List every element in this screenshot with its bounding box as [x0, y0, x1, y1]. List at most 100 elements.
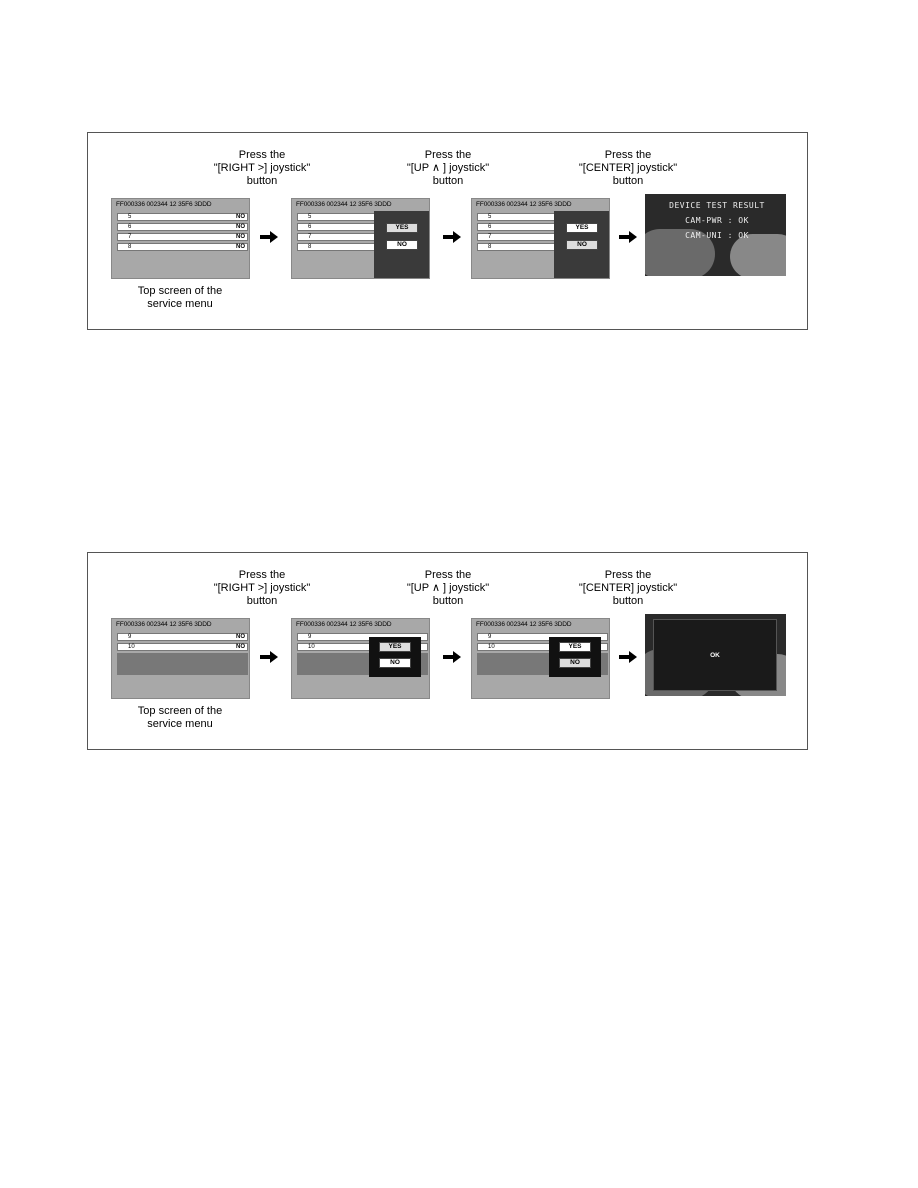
result-title: DEVICE TEST RESULT — [669, 201, 765, 210]
yes-button[interactable]: YES — [566, 223, 598, 233]
header-code: FF000336 002344 12 35F6 3DDD — [296, 201, 392, 208]
row-value: NO — [236, 244, 245, 250]
row-number: 8 — [488, 244, 492, 250]
step3-caption: Press the "[CENTER] joystick" button — [553, 149, 703, 188]
header-code: FF000336 002344 12 35F6 3DDD — [296, 621, 392, 628]
row-number: 8 — [308, 244, 312, 250]
confirm-dialog: YES NO — [554, 211, 609, 278]
caption-line: button — [612, 175, 644, 187]
header-code: FF000336 002344 12 35F6 3DDD — [116, 201, 212, 208]
caption-line: button — [246, 595, 278, 607]
row-number: 6 — [128, 224, 132, 230]
caption-line: "[UP ∧ ] joystick" — [406, 582, 490, 594]
row-value: NO — [236, 214, 245, 220]
device-test-result-screen: DEVICE TEST RESULT CAM-PWR : OK CAM-UNI … — [645, 194, 786, 276]
caption-line: Press the — [424, 569, 472, 581]
row-number: 9 — [128, 634, 132, 640]
caption-line: Press the — [238, 149, 286, 161]
ok-result-screen: OK — [645, 614, 786, 696]
header-code: FF000336 002344 12 35F6 3DDD — [476, 621, 572, 628]
caption-line: "[RIGHT >] joystick" — [213, 582, 311, 594]
top-screen-caption: Top screen of the service menu — [110, 705, 250, 731]
caption-line: "[RIGHT >] joystick" — [213, 162, 311, 174]
yes-button[interactable]: YES — [379, 642, 411, 652]
caption-line: button — [432, 595, 464, 607]
confirm-dialog: YES NO — [374, 211, 429, 278]
empty-area — [117, 653, 248, 675]
caption-line: button — [246, 175, 278, 187]
confirm-dialog: YES NO — [369, 637, 421, 677]
right-arrow-icon — [443, 651, 461, 663]
menu-row[interactable]: 9 — [477, 633, 608, 641]
caption-line: "[CENTER] joystick" — [578, 162, 678, 174]
menu-row[interactable]: 9 — [297, 633, 428, 641]
confirm-dialog-screen: FF000336 002344 12 35F6 3DDD 9 10 YES NO — [471, 618, 610, 699]
no-button[interactable]: NO — [566, 240, 598, 250]
menu-row[interactable]: 8 NO — [117, 243, 248, 251]
row-number: 8 — [128, 244, 132, 250]
row-number: 5 — [308, 214, 312, 220]
no-button[interactable]: NO — [559, 658, 591, 668]
yes-button[interactable]: YES — [559, 642, 591, 652]
row-number: 7 — [128, 234, 132, 240]
row-number: 6 — [308, 224, 312, 230]
confirm-dialog: YES NO — [549, 637, 601, 677]
row-number: 7 — [488, 234, 492, 240]
step1-caption: Press the "[RIGHT >] joystick" button — [187, 149, 337, 188]
camera-photo — [730, 234, 786, 276]
right-arrow-icon — [619, 651, 637, 663]
row-value: NO — [236, 644, 245, 650]
step2-caption: Press the "[UP ∧ ] joystick" button — [373, 149, 523, 188]
caption-line: service menu — [147, 298, 213, 310]
menu-row[interactable]: 10 — [477, 643, 608, 651]
test-result-text: DEVICE TEST RESULT CAM-PWR : OK CAM-UNI … — [653, 198, 781, 243]
no-button[interactable]: NO — [386, 240, 418, 250]
confirm-dialog-screen: FF000336 002344 12 35F6 3DDD 5 6 7 8 YES… — [291, 198, 430, 279]
caption-line: Press the — [238, 569, 286, 581]
row-number: 9 — [308, 634, 312, 640]
row-number: 6 — [488, 224, 492, 230]
confirm-dialog-screen: FF000336 002344 12 35F6 3DDD 5 6 7 8 YES… — [471, 198, 610, 279]
right-arrow-icon — [260, 231, 278, 243]
caption-line: Top screen of the — [137, 705, 223, 717]
row-number: 9 — [488, 634, 492, 640]
procedure-panel-2: Press the "[RIGHT >] joystick" button Pr… — [87, 552, 808, 750]
row-number: 10 — [488, 644, 495, 650]
step1-caption: Press the "[RIGHT >] joystick" button — [187, 569, 337, 608]
caption-line: "[CENTER] joystick" — [578, 582, 678, 594]
ok-message: OK — [653, 619, 777, 691]
confirm-dialog-screen: FF000336 002344 12 35F6 3DDD 9 10 YES NO — [291, 618, 430, 699]
caption-line: "[UP ∧ ] joystick" — [406, 162, 490, 174]
caption-line: button — [612, 595, 644, 607]
header-code: FF000336 002344 12 35F6 3DDD — [116, 621, 212, 628]
step3-caption: Press the "[CENTER] joystick" button — [553, 569, 703, 608]
menu-row[interactable]: 7 NO — [117, 233, 248, 241]
procedure-panel-1: Press the "[RIGHT >] joystick" button Pr… — [87, 132, 808, 330]
menu-row[interactable]: 6 NO — [117, 223, 248, 231]
result-line: CAM-PWR : OK — [685, 216, 749, 225]
row-number: 5 — [488, 214, 492, 220]
menu-row[interactable]: 10 NO — [117, 643, 248, 651]
menu-row[interactable]: 10 — [297, 643, 428, 651]
caption-line: Press the — [604, 149, 652, 161]
row-value: NO — [236, 234, 245, 240]
step2-caption: Press the "[UP ∧ ] joystick" button — [373, 569, 523, 608]
caption-line: service menu — [147, 718, 213, 730]
right-arrow-icon — [260, 651, 278, 663]
camera-photo — [645, 229, 715, 276]
yes-button[interactable]: YES — [386, 223, 418, 233]
result-line: CAM-UNI : OK — [685, 231, 749, 240]
row-number: 10 — [128, 644, 135, 650]
top-screen-caption: Top screen of the service menu — [110, 285, 250, 311]
header-code: FF000336 002344 12 35F6 3DDD — [476, 201, 572, 208]
menu-row[interactable]: 5 NO — [117, 213, 248, 221]
row-value: NO — [236, 224, 245, 230]
caption-line: Top screen of the — [137, 285, 223, 297]
no-button[interactable]: NO — [379, 658, 411, 668]
row-number: 5 — [128, 214, 132, 220]
row-number: 10 — [308, 644, 315, 650]
caption-line: button — [432, 175, 464, 187]
